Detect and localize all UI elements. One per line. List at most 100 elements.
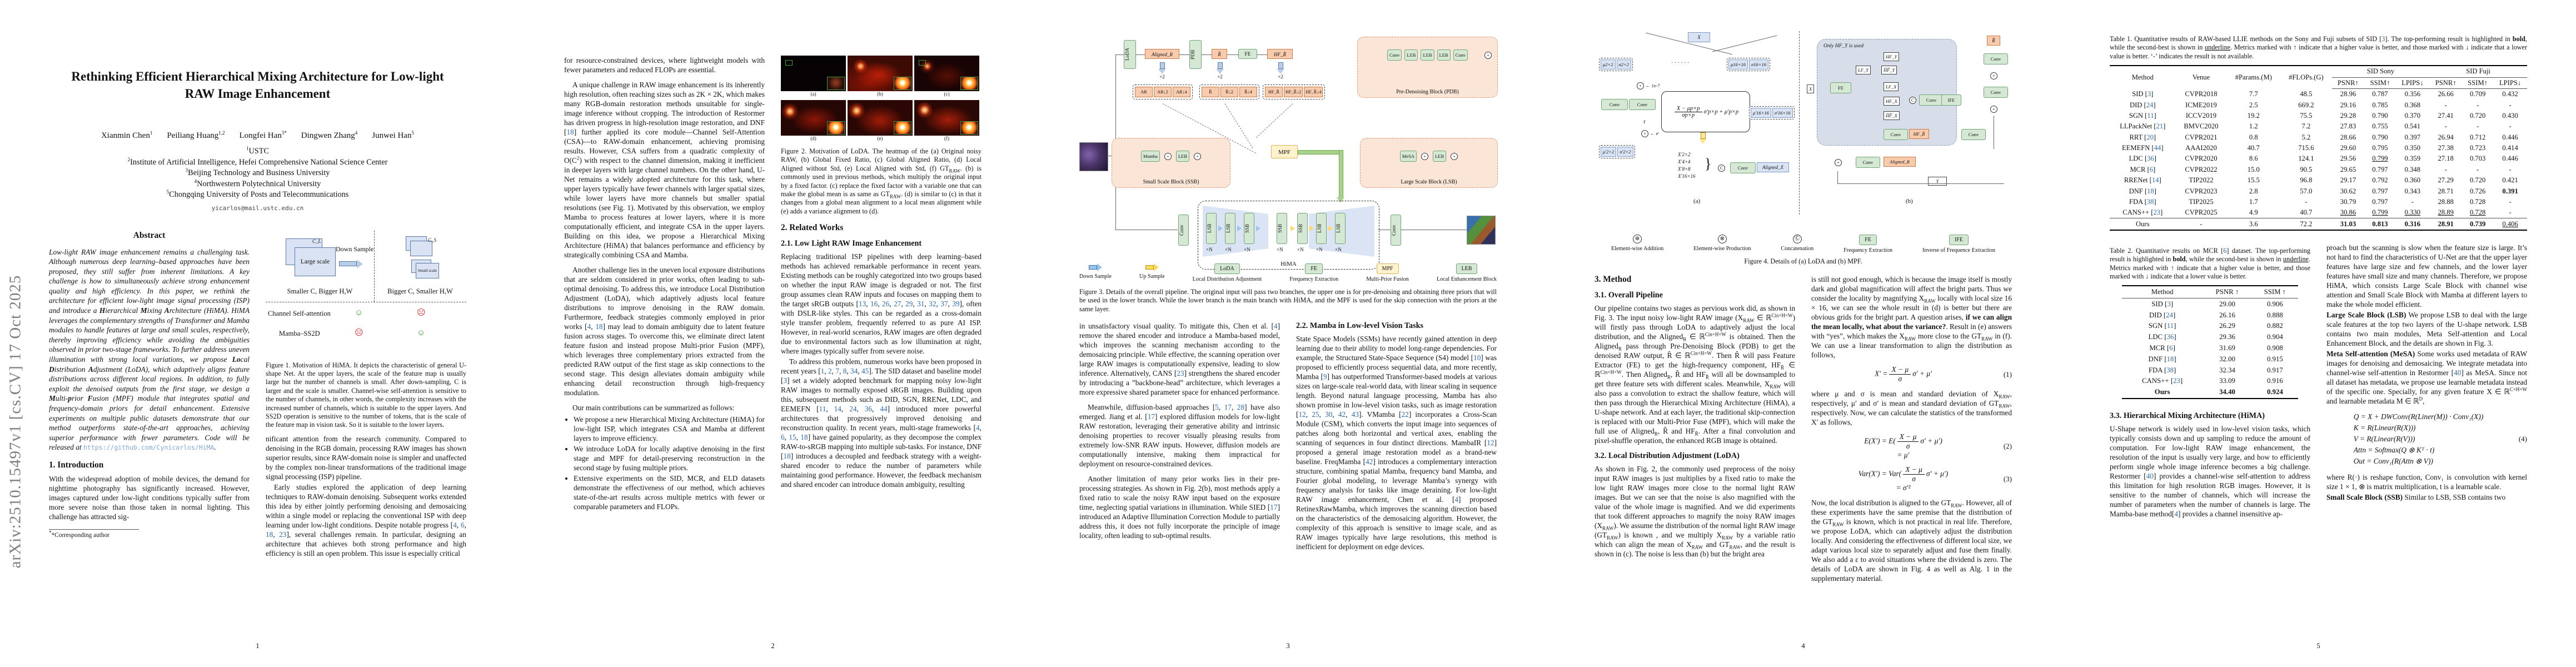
table-cell: - xyxy=(2477,165,2479,173)
table-cell: 0.799 xyxy=(2372,155,2388,163)
page3-right-column: 2.2. Mamba in Low-level Vision Tasks Sta… xyxy=(1296,321,1497,552)
diagram-box: R̂ xyxy=(1202,87,1219,97)
downsample-arrow xyxy=(339,259,363,268)
table-cell: 29.00 xyxy=(2219,300,2235,308)
table-cell: 0.360 xyxy=(2404,176,2420,185)
table-cell: 0.397 xyxy=(2404,133,2420,141)
table-cell: DNF [18] xyxy=(2148,355,2176,363)
table-cell: LDC [36] xyxy=(2148,333,2176,341)
ssb-paragraph: Small Scale Block (SSB) Similar to LSB, … xyxy=(2326,492,2506,501)
table-cell: 72.2 xyxy=(2280,218,2332,230)
affiliation: 3Beijing Technology and Business Univers… xyxy=(185,167,330,177)
table-cell: 0.8 xyxy=(2249,133,2258,141)
aligned-x-box: Aligned_X xyxy=(1757,162,1789,172)
channel-count-label: C_S xyxy=(428,237,437,243)
aligned-r-box: Aligned_R xyxy=(1145,49,1179,59)
intro-heading: 1. Introduction xyxy=(49,460,104,470)
down-sample-arrow-icon xyxy=(1089,263,1102,271)
legend-item: Down Sample xyxy=(1079,263,1112,282)
hfy-bar-box: H̅F̅_Y xyxy=(1881,66,1897,74)
table-cell: EEMEFN [44] xyxy=(2122,144,2164,152)
table-cell: BMVC2020 xyxy=(2184,122,2219,131)
equation-4: Q = X + DWConv(R(Liner(M)) · Conv₁(X))K … xyxy=(2353,412,2527,465)
author: Longfei Han3* xyxy=(239,130,287,141)
table-cell: 32.34 xyxy=(2219,366,2235,374)
conv-box: Conv xyxy=(1919,94,1944,106)
table-cell: 0.348 xyxy=(2404,165,2420,173)
table-cell: 0.421 xyxy=(2502,176,2518,185)
table-cell: CANS++ [23] xyxy=(2122,208,2163,217)
heatmap-cell: (f) xyxy=(914,100,979,143)
table-cell: 1.2 xyxy=(2249,122,2258,131)
table-cell: 15.0 xyxy=(2247,165,2260,173)
section-3-2-heading: 3.2. Local Distribution Adjustment (LoDA… xyxy=(1595,451,1740,461)
table-cell: 48.5 xyxy=(2300,89,2313,98)
table-cell: 30.62 xyxy=(2340,187,2356,195)
left-caption: Smaller C, Bigger H,W xyxy=(287,287,353,295)
row-csa-label: Channel Self-attention xyxy=(268,309,331,317)
diagram-box: AR↓4 xyxy=(1173,87,1190,97)
unet-block: LSB xyxy=(1335,213,1346,244)
table-cell: FDA [38] xyxy=(2129,197,2156,206)
paragraph: A unique challenge in RAW image enhancem… xyxy=(564,81,765,259)
table-cell: - xyxy=(2411,197,2414,206)
table-cell: FDA [38] xyxy=(2148,366,2176,374)
paragraph: proach but the scanning is slow when the… xyxy=(2326,243,2527,308)
paragraph: Another challenge lies in the uneven loc… xyxy=(564,266,765,397)
table-cell: 0.406 xyxy=(2493,218,2527,230)
paragraph: for resource-constrained devices, where … xyxy=(564,56,765,74)
rhat-box: R̂ xyxy=(1212,49,1227,59)
page1-left-column: Abstract Low-light RAW image enhancement… xyxy=(49,231,250,559)
intro-paragraph: With the widespread adoption of mobile d… xyxy=(49,474,250,521)
affiliations: 1USTC 2Institute of Artificial Intellige… xyxy=(49,146,466,201)
related-works-heading: 2. Related Works xyxy=(781,223,844,233)
table-cell: 0.370 xyxy=(2404,111,2420,120)
legend-item: Up Sample xyxy=(1139,263,1165,282)
hfx-bar-box: H̅F̅_X xyxy=(1884,111,1900,120)
downsample-label: Down Sample xyxy=(336,245,374,253)
page-number: 1 xyxy=(256,641,260,650)
page-2: for resource-constrained devices, where … xyxy=(515,0,1030,667)
list-item: We propose a new Hierarchical Mixing Arc… xyxy=(574,415,765,443)
lsb-panel-label: Large Scale Block (LSB) xyxy=(1401,179,1457,185)
contact-email[interactable]: yicarlos@mail.ustc.edu.cn xyxy=(211,204,304,212)
list-item: Extensive experiments on the SID, MCR, a… xyxy=(574,474,765,511)
unet-block: LSB xyxy=(1316,213,1327,244)
lfy-box: LF_Y xyxy=(1856,66,1871,74)
ife-box: IFE xyxy=(1941,94,1961,106)
table-cell: 8.6 xyxy=(2249,155,2258,163)
table-cell: 0.446 xyxy=(2502,155,2518,163)
table-cell: 0.797 xyxy=(2372,187,2388,195)
table-cell: 0.343 xyxy=(2404,187,2420,195)
conv-box: Conv xyxy=(1856,157,1880,168)
output-image xyxy=(1467,216,1496,245)
legend-box-icon: FE xyxy=(1859,235,1877,245)
page4-left-column: 3. Method 3.1. Overall Pipeline Our pipe… xyxy=(1595,275,1795,584)
table-cell: 0.712 xyxy=(2469,133,2486,141)
ssb-detail-panel: Mamba+ LEB+ Small Scale Block (SSB) xyxy=(1112,138,1230,188)
table-cell: 0.795 xyxy=(2372,144,2388,152)
row-mamba-label: Mamba–SS2D xyxy=(279,329,320,337)
author: Peiliang Huang1,2 xyxy=(167,130,225,141)
figure2-heatmaps: (a) (b) (c) (d) (e) (f) xyxy=(781,56,981,143)
small-scale-box: Small scale xyxy=(416,262,439,278)
unet-block: SSB xyxy=(1244,213,1254,244)
y-box: Y xyxy=(1928,177,1947,186)
diagram-box: HF_R̂↓2 xyxy=(1284,87,1303,97)
code-link[interactable]: https://github.com/Cynicarlos/HiMA xyxy=(83,444,215,452)
input-image xyxy=(1079,142,1108,171)
frowny-icon: ☹ xyxy=(417,308,426,317)
table-cell: 28.71 xyxy=(2438,187,2454,195)
table-cell: 31.69 xyxy=(2219,344,2235,352)
